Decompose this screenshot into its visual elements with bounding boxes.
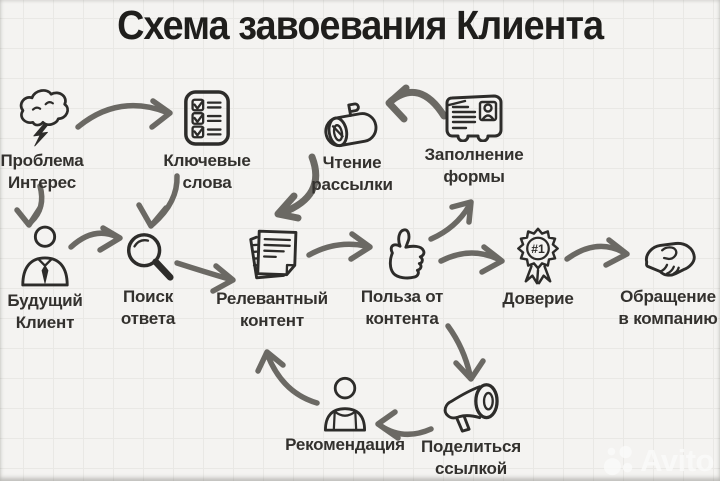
checklist-icon — [184, 90, 230, 146]
node-keywords-label: Ключевые слова — [141, 150, 273, 194]
node-contact: Обращение в компанию — [602, 234, 720, 330]
label-line: Релевантный — [216, 289, 328, 308]
node-future-client-iconwrap — [0, 224, 111, 288]
arrow-benefit-to-form — [428, 199, 474, 242]
mailbox-icon — [324, 102, 378, 148]
node-keywords: Ключевые слова — [141, 88, 273, 194]
label-line: Поделиться — [420, 437, 522, 456]
label-line: Проблема — [0, 151, 84, 170]
avito-logo-icon — [604, 445, 633, 476]
label-line: Чтение — [322, 153, 382, 172]
label-line: формы — [443, 167, 505, 186]
node-recommendation-label: Рекомендация — [279, 434, 411, 456]
node-form-iconwrap — [408, 92, 540, 142]
node-contact-iconwrap — [602, 234, 720, 284]
page-title: Схема завоевания Клиента — [0, 2, 720, 49]
label-line: Будущий — [7, 291, 83, 310]
node-content-iconwrap — [206, 224, 338, 286]
node-benefit-label: Польза от контента — [336, 286, 468, 330]
page-title-text: Схема завоевания Клиента — [116, 2, 604, 48]
label-line: Поиск — [122, 287, 174, 306]
node-search: Поиск ответа — [82, 230, 214, 330]
avito-wordmark: Avito — [640, 443, 714, 478]
label-line: ссылкой — [435, 459, 507, 478]
node-contact-label: Обращение в компанию — [602, 286, 720, 330]
node-problem-iconwrap — [0, 84, 108, 148]
node-future-client: Будущий Клиент — [0, 224, 111, 334]
node-share-label: Поделиться ссылкой — [405, 436, 537, 480]
node-problem-label: Проблема Интерес — [0, 150, 108, 194]
label-line: слова — [182, 173, 232, 192]
label-line: Обращение — [620, 287, 716, 306]
avito-watermark: Avito — [602, 443, 714, 479]
label-line: Доверие — [502, 289, 574, 308]
label-line: Ключевые — [163, 151, 251, 170]
node-trust-iconwrap: #1 — [472, 226, 604, 286]
storm-cloud-icon — [19, 89, 69, 147]
arrow-keywords-to-search — [136, 173, 180, 229]
person-tie-icon — [21, 225, 69, 287]
label-line: Заполнение — [424, 145, 524, 164]
arrow-recommendation-to-content — [255, 349, 320, 406]
node-form: Заполнение формы — [408, 92, 540, 188]
arrow-problem-to-future-client — [14, 183, 45, 228]
node-trust: #1 Доверие — [472, 226, 604, 310]
label-line: контент — [240, 311, 304, 330]
label-line: контента — [365, 309, 439, 328]
node-future-client-label: Будущий Клиент — [0, 290, 111, 334]
node-benefit: Польза от контента — [336, 222, 468, 330]
arrow-share-to-recommendation — [375, 409, 434, 441]
node-search-label: Поиск ответа — [82, 286, 214, 330]
node-content: Релевантный контент — [206, 224, 338, 332]
label-line: Рекомендация — [285, 435, 405, 454]
node-keywords-iconwrap — [141, 88, 273, 148]
node-trust-label: Доверие — [472, 288, 604, 310]
node-newsletter: Чтение рассылки — [286, 100, 418, 196]
node-benefit-iconwrap — [336, 222, 468, 284]
label-line: в компанию — [618, 309, 718, 328]
documents-icon — [249, 229, 298, 280]
label-line: рассылки — [311, 175, 393, 194]
arrow-benefit-to-share — [445, 323, 486, 382]
node-newsletter-label: Чтение рассылки — [286, 152, 418, 196]
node-share-iconwrap — [405, 378, 537, 434]
label-line: ответа — [120, 309, 176, 328]
node-recommendation: Рекомендация — [279, 376, 411, 456]
medal-badge-text: #1 — [531, 242, 545, 256]
node-content-label: Релевантный контент — [206, 288, 338, 332]
node-recommendation-iconwrap — [279, 376, 411, 432]
arrow-content-to-benefit — [306, 231, 373, 262]
label-line: Польза от — [360, 287, 444, 306]
node-newsletter-iconwrap — [286, 100, 418, 150]
handshake-icon — [644, 241, 696, 277]
node-problem: Проблема Интерес — [0, 84, 108, 194]
arrow-future-client-to-search — [68, 225, 123, 253]
node-search-iconwrap — [82, 230, 214, 284]
medal-icon: #1 — [517, 227, 559, 285]
person-icon — [324, 376, 366, 432]
id-card-icon — [445, 94, 503, 142]
label-line: Клиент — [15, 313, 75, 332]
arrow-search-to-content — [174, 260, 236, 294]
label-line: Интерес — [8, 173, 76, 192]
node-share: Поделиться ссылкой — [405, 378, 537, 480]
magnifier-icon — [126, 233, 174, 281]
arrow-form-to-newsletter — [385, 84, 448, 123]
arrow-newsletter-to-content — [274, 153, 320, 222]
node-form-label: Заполнение формы — [408, 144, 540, 188]
arrow-benefit-to-trust — [438, 244, 505, 275]
arrow-trust-to-contact — [564, 237, 630, 268]
megaphone-icon — [443, 383, 499, 433]
thumbs-up-icon — [388, 228, 426, 280]
arrow-problem-to-keywords — [75, 98, 173, 130]
